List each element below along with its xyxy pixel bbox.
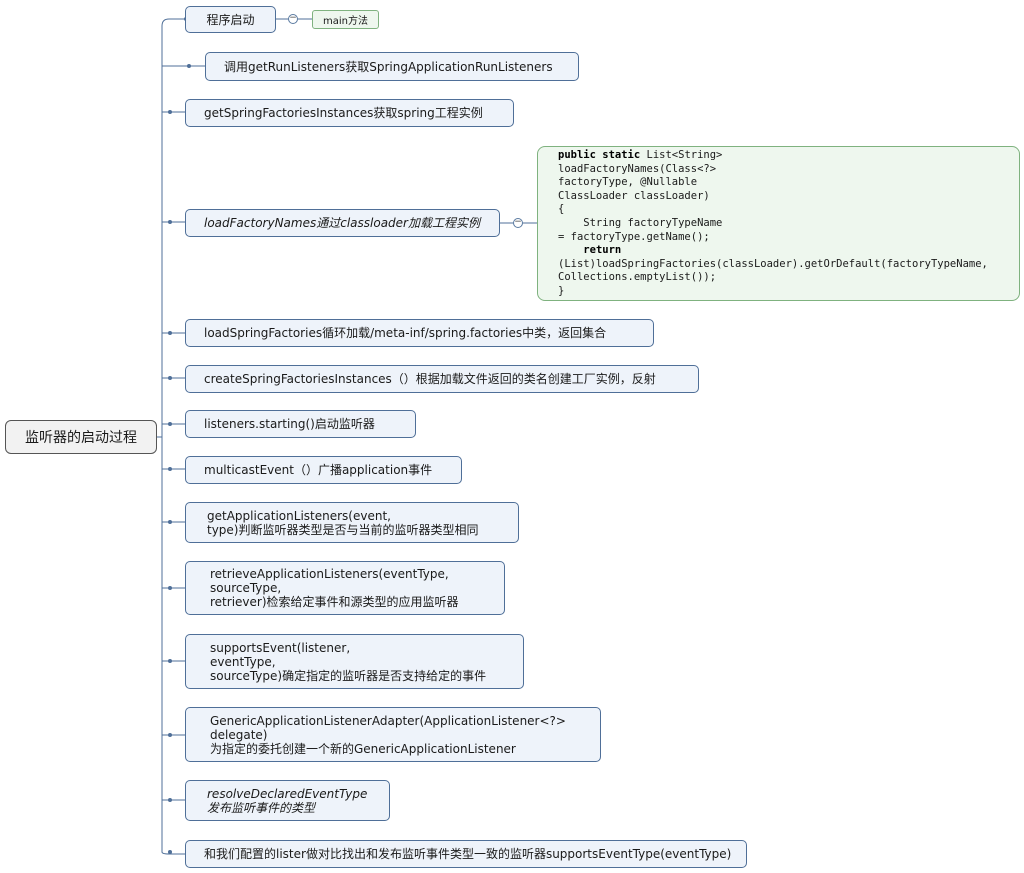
topic-get-run-listeners[interactable]: 调用getRunListeners获取SpringApplicationRunL…	[205, 52, 579, 81]
topic-create-spring-factories-instances[interactable]: createSpringFactoriesInstances（）根据加载文件返回…	[185, 365, 699, 393]
topic-label: loadSpringFactories循环加载/meta-inf/spring.…	[204, 326, 607, 340]
topic-label: 程序启动	[206, 12, 255, 27]
topic-label: createSpringFactoriesInstances（）根据加载文件返回…	[204, 372, 656, 386]
topic-label: resolveDeclaredEventType 发布监听事件的类型	[207, 786, 368, 815]
topic-load-factory-names[interactable]: loadFactoryNames通过classloader加载工程实例	[185, 209, 500, 237]
topic-label: loadFactoryNames通过classloader加载工程实例	[204, 216, 480, 230]
collapse-icon[interactable]: −	[513, 217, 523, 228]
topic-supports-event[interactable]: supportsEvent(listener, eventType, sourc…	[185, 634, 524, 689]
topic-program-start[interactable]: 程序启动	[185, 6, 276, 33]
note-label: main方法	[323, 16, 368, 27]
topic-label: getSpringFactoriesInstances获取spring工程实例	[204, 106, 483, 120]
code-note-load-factory-names[interactable]: public static List<String> loadFactoryNa…	[537, 146, 1020, 301]
topic-label: listeners.starting()启动监听器	[204, 417, 375, 431]
topic-retrieve-application-listeners[interactable]: retrieveApplicationListeners(eventType, …	[185, 561, 505, 615]
topic-multicast-event[interactable]: multicastEvent（）广播application事件	[185, 456, 462, 484]
topic-generic-application-listener-adapter[interactable]: GenericApplicationListenerAdapter(Applic…	[185, 707, 601, 762]
topic-load-spring-factories[interactable]: loadSpringFactories循环加载/meta-inf/spring.…	[185, 319, 654, 347]
topic-compare-configured-listeners[interactable]: 和我们配置的lister做对比找出和发布监听事件类型一致的监听器supports…	[185, 840, 747, 868]
topic-get-application-listeners[interactable]: getApplicationListeners(event, type)判断监听…	[185, 502, 519, 543]
topic-label: multicastEvent（）广播application事件	[204, 463, 433, 477]
topic-label: retrieveApplicationListeners(eventType, …	[210, 567, 459, 609]
topic-get-spring-factories-instances[interactable]: getSpringFactoriesInstances获取spring工程实例	[185, 99, 514, 127]
collapse-icon[interactable]: −	[288, 13, 298, 24]
topic-label: GenericApplicationListenerAdapter(Applic…	[210, 713, 566, 756]
root-topic-label: 监听器的启动过程	[25, 430, 137, 446]
topic-label: supportsEvent(listener, eventType, sourc…	[210, 640, 487, 683]
topic-label: 和我们配置的lister做对比找出和发布监听事件类型一致的监听器supports…	[204, 847, 732, 861]
root-topic[interactable]: 监听器的启动过程	[5, 420, 157, 454]
topic-resolve-declared-event-type[interactable]: resolveDeclaredEventType 发布监听事件的类型	[185, 780, 390, 821]
topic-label: getApplicationListeners(event, type)判断监听…	[207, 508, 479, 537]
note-main-method[interactable]: main方法	[312, 10, 379, 29]
topic-label: 调用getRunListeners获取SpringApplicationRunL…	[224, 59, 553, 74]
topic-listeners-starting[interactable]: listeners.starting()启动监听器	[185, 410, 416, 438]
